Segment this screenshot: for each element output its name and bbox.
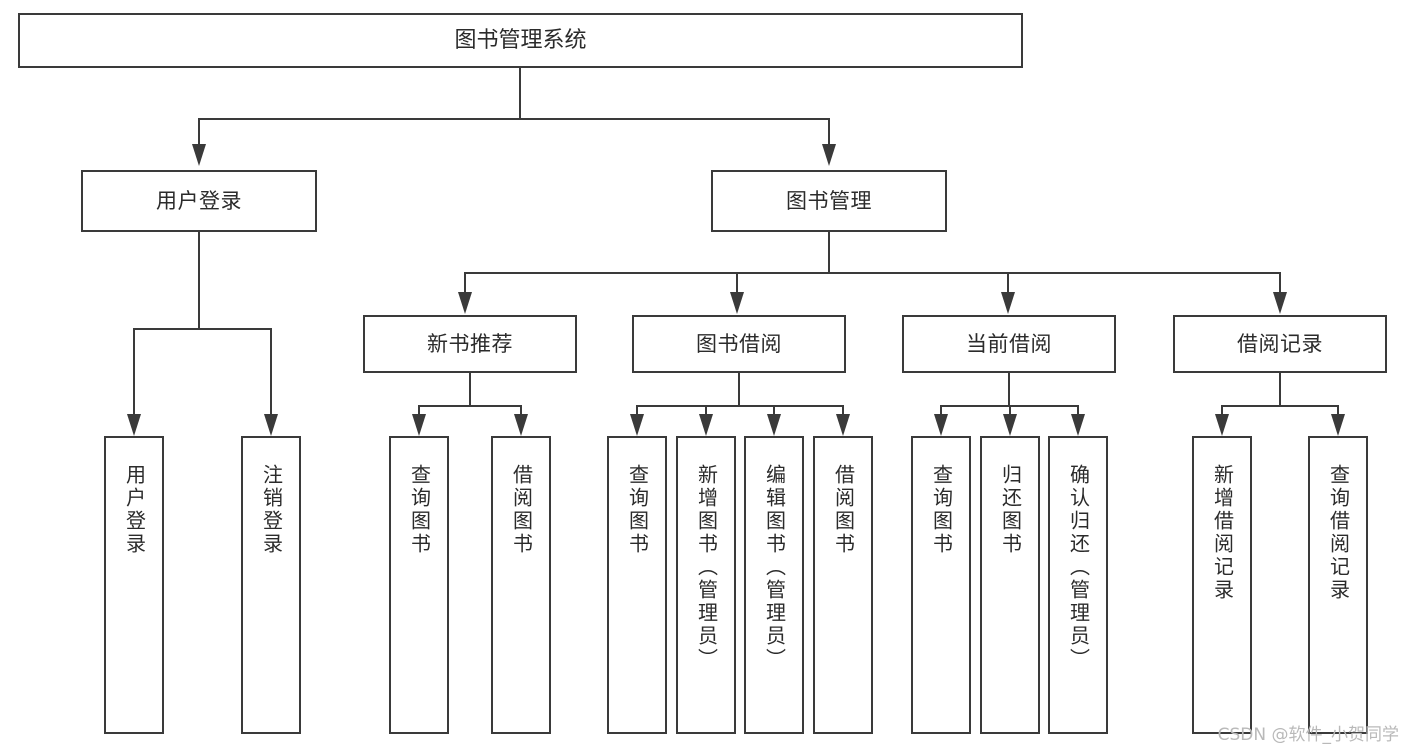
node-label: 图书借阅 (696, 331, 782, 356)
leaf-current-borrow-0[interactable]: 查询图书 (911, 436, 971, 734)
connector-root-bus (198, 118, 830, 120)
arrowhead-leaf-borrow-record-1 (1331, 414, 1345, 436)
leaf-label: 新增图书（管理员） (694, 464, 719, 671)
leaf-new-book-recommend-1[interactable]: 借阅图书 (491, 436, 551, 734)
connector-drop-leaf-current-borrow-1 (1009, 405, 1011, 415)
connector-drop-leaf-user-login-0 (133, 328, 135, 414)
node-book-borrow[interactable]: 图书借阅 (632, 315, 846, 373)
node-label: 图书管理系统 (454, 27, 587, 53)
connector-book-borrow-stem (738, 373, 740, 405)
arrowhead-leaf-user-login-1 (264, 414, 278, 436)
leaf-label: 借阅图书 (831, 464, 856, 556)
connector-new-book-stem (469, 373, 471, 405)
leaf-borrow-record-1[interactable]: 查询借阅记录 (1308, 436, 1368, 734)
connector-current-borrow-stem (1008, 373, 1010, 405)
connector-drop-level3-1 (736, 272, 738, 292)
arrowhead-leaf-book-borrow-1 (699, 414, 713, 436)
arrowhead-user-login (192, 144, 206, 166)
connector-drop-leaf-book-borrow-0 (636, 405, 638, 415)
leaf-label: 确认归还（管理员） (1066, 464, 1091, 671)
arrowhead-leaf-book-borrow-3 (836, 414, 850, 436)
leaf-borrow-record-0[interactable]: 新增借阅记录 (1192, 436, 1252, 734)
arrowhead-level3-2 (1001, 292, 1015, 314)
leaf-label: 用户登录 (122, 464, 147, 556)
arrowhead-level3-1 (730, 292, 744, 314)
connector-drop-leaf-borrow-record-0 (1221, 405, 1223, 415)
node-current-borrow[interactable]: 当前借阅 (902, 315, 1116, 373)
connector-drop-book-management (828, 118, 830, 144)
connector-root-stem (519, 68, 521, 118)
leaf-user-login-0[interactable]: 用户登录 (104, 436, 164, 734)
connector-borrow-record-bus (1221, 405, 1339, 407)
connector-drop-user-login (198, 118, 200, 144)
connector-drop-leaf-book-borrow-2 (773, 405, 775, 415)
connector-drop-leaf-book-borrow-3 (842, 405, 844, 415)
connector-borrow-record-stem (1279, 373, 1281, 405)
connector-book-management-stem (828, 232, 830, 272)
connector-user-login-bus (133, 328, 272, 330)
leaf-label: 查询借阅记录 (1326, 464, 1351, 602)
connector-drop-level3-2 (1007, 272, 1009, 292)
arrowhead-leaf-current-borrow-0 (934, 414, 948, 436)
connector-drop-leaf-borrow-record-1 (1337, 405, 1339, 415)
node-label: 当前借阅 (966, 331, 1052, 356)
node-label: 借阅记录 (1237, 331, 1323, 356)
arrowhead-leaf-book-borrow-0 (630, 414, 644, 436)
leaf-label: 新增借阅记录 (1210, 464, 1235, 602)
connector-drop-level3-3 (1279, 272, 1281, 292)
leaf-label: 查询图书 (407, 464, 432, 556)
leaf-label: 归还图书 (998, 464, 1023, 556)
arrowhead-book-management (822, 144, 836, 166)
arrowhead-leaf-user-login-0 (127, 414, 141, 436)
leaf-current-borrow-1[interactable]: 归还图书 (980, 436, 1040, 734)
leaf-label: 借阅图书 (509, 464, 534, 556)
leaf-label: 编辑图书（管理员） (762, 464, 787, 671)
leaf-label: 注销登录 (259, 464, 284, 556)
connector-drop-leaf-current-borrow-2 (1077, 405, 1079, 415)
arrowhead-level3-3 (1273, 292, 1287, 314)
node-new-book-recommend[interactable]: 新书推荐 (363, 315, 577, 373)
leaf-label: 查询图书 (929, 464, 954, 556)
arrowhead-level3-0 (458, 292, 472, 314)
connector-drop-leaf-user-login-1 (270, 328, 272, 414)
arrowhead-leaf-book-borrow-2 (767, 414, 781, 436)
csdn-watermark: CSDN @软件_小贺同学 (1217, 725, 1399, 745)
node-book-management[interactable]: 图书管理 (711, 170, 947, 232)
leaf-book-borrow-3[interactable]: 借阅图书 (813, 436, 873, 734)
leaf-book-borrow-2[interactable]: 编辑图书（管理员） (744, 436, 804, 734)
node-borrow-record[interactable]: 借阅记录 (1173, 315, 1387, 373)
connector-book-borrow-bus (636, 405, 844, 407)
arrowhead-leaf-current-borrow-2 (1071, 414, 1085, 436)
node-label: 图书管理 (786, 188, 872, 213)
connector-user-login-stem (198, 232, 200, 328)
arrowhead-leaf-borrow-record-0 (1215, 414, 1229, 436)
arrowhead-leaf-current-borrow-1 (1003, 414, 1017, 436)
leaf-label: 查询图书 (625, 464, 650, 556)
connector-drop-leaf-current-borrow-0 (940, 405, 942, 415)
connector-drop-leaf-new-book-0 (418, 405, 420, 415)
leaf-user-login-1[interactable]: 注销登录 (241, 436, 301, 734)
node-root-book-management-system[interactable]: 图书管理系统 (18, 13, 1023, 68)
connector-drop-level3-0 (464, 272, 466, 292)
node-label: 用户登录 (156, 188, 242, 213)
leaf-new-book-recommend-0[interactable]: 查询图书 (389, 436, 449, 734)
arrowhead-leaf-new-book-1 (514, 414, 528, 436)
connector-new-book-bus (418, 405, 522, 407)
arrowhead-leaf-new-book-0 (412, 414, 426, 436)
leaf-book-borrow-0[interactable]: 查询图书 (607, 436, 667, 734)
connector-drop-leaf-book-borrow-1 (705, 405, 707, 415)
leaf-current-borrow-2[interactable]: 确认归还（管理员） (1048, 436, 1108, 734)
connector-level3-bus (464, 272, 1281, 274)
connector-drop-leaf-new-book-1 (520, 405, 522, 415)
leaf-book-borrow-1[interactable]: 新增图书（管理员） (676, 436, 736, 734)
node-label: 新书推荐 (427, 331, 513, 356)
node-user-login[interactable]: 用户登录 (81, 170, 317, 232)
